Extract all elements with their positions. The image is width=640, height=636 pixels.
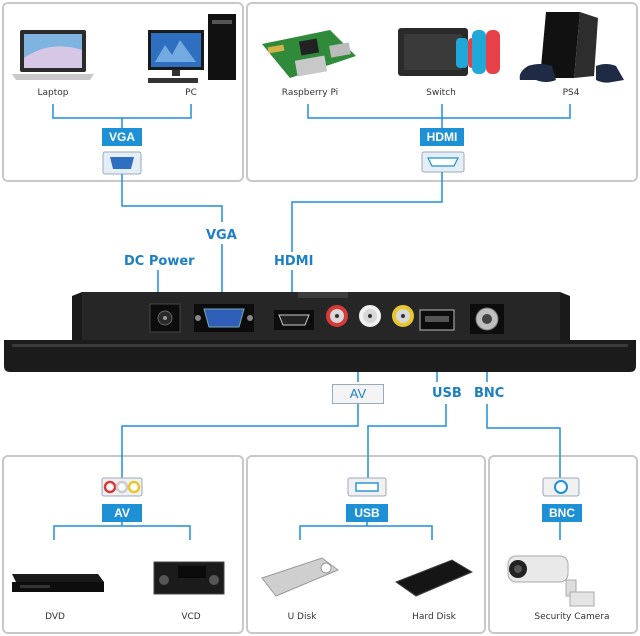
- bnc-connector-icon: [542, 477, 580, 497]
- hdmi-port-icon: [421, 151, 465, 173]
- hard-disk-icon: [394, 559, 474, 597]
- vga-port-monitor-icon: [194, 304, 254, 332]
- pc-icon: [148, 14, 236, 83]
- bnc-badge: BNC: [542, 504, 582, 522]
- dvd-icon: [12, 574, 104, 592]
- port-label-usb: USB: [432, 386, 462, 401]
- hdmi-port-monitor-icon: [274, 310, 314, 330]
- port-label-hdmi: HDMI: [274, 254, 314, 269]
- port-label-dc-power: DC Power: [124, 254, 195, 269]
- hdmi-badge: HDMI: [420, 128, 464, 146]
- device-label-u-disk: U Disk: [287, 612, 317, 622]
- av-ports-icon: [326, 305, 414, 327]
- vga-badge: VGA: [102, 128, 142, 146]
- av-connector-icon: [101, 477, 143, 497]
- device-label-pc: PC: [185, 88, 197, 98]
- vga-port-icon: [102, 151, 142, 175]
- port-label-vga: VGA: [206, 228, 237, 243]
- bottom-right-panel: [488, 455, 638, 634]
- laptop-icon: [12, 30, 94, 80]
- usb-connector-icon: [347, 477, 387, 497]
- av-badge: AV: [102, 504, 142, 522]
- device-label-security-camera: Security Camera: [534, 612, 610, 622]
- security-camera-icon: [507, 555, 595, 607]
- device-label-hard-disk: Hard Disk: [412, 612, 456, 622]
- port-label-bnc: BNC: [474, 386, 505, 401]
- port-label-av: AV: [332, 384, 384, 404]
- usb-badge: USB: [346, 504, 388, 522]
- device-label-ps4: PS4: [562, 88, 580, 98]
- switch-icon: [398, 28, 500, 76]
- vcd-icon: [153, 561, 225, 595]
- raspberry-pi-icon: [262, 30, 356, 78]
- dc-power-port-icon: [149, 303, 181, 333]
- device-label-vcd: VCD: [181, 612, 201, 622]
- bottom-mid-panel: [246, 455, 486, 634]
- usb-port-monitor-icon: [419, 309, 455, 331]
- ps4-icon: [519, 12, 624, 83]
- bnc-port-monitor-icon: [470, 304, 504, 334]
- u-disk-icon: [261, 557, 339, 597]
- monitor-body: [4, 292, 636, 372]
- device-label-dvd: DVD: [45, 612, 65, 622]
- device-label-laptop: Laptop: [37, 88, 69, 98]
- device-label-switch: Switch: [426, 88, 456, 98]
- device-label-raspberry-pi: Raspberry Pi: [281, 88, 339, 98]
